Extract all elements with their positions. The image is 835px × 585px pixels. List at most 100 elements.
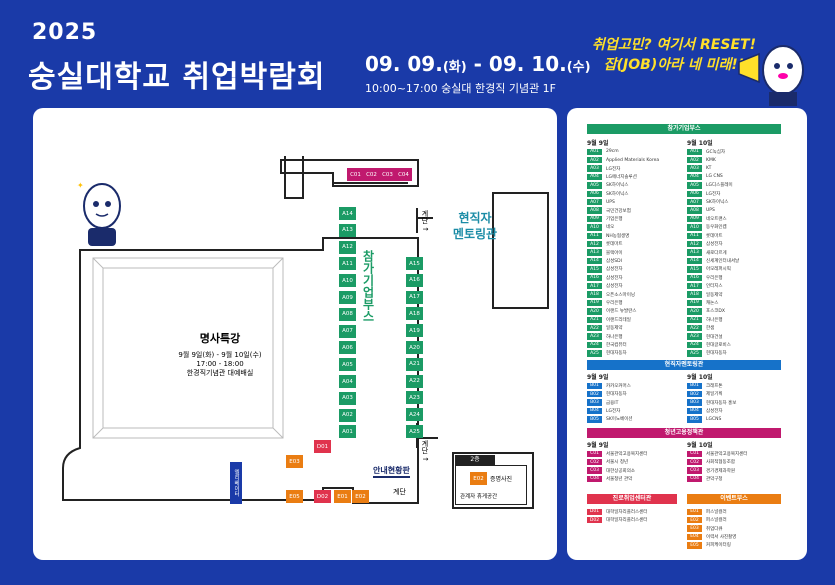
lecture-hall: 명사특강 9월 9일(화) - 9월 10일(수) 17:00 - 18:00 … (178, 332, 262, 377)
booth-e01: E01 (334, 490, 351, 503)
company-name: 카카오커머스 (606, 383, 631, 389)
company-name: 일동제약 (606, 326, 623, 332)
booth-code: C01 (687, 450, 702, 457)
list-item: A23 현대건설 (687, 333, 723, 341)
booth-code: A10 (587, 224, 602, 231)
booth-code: A02 (587, 156, 602, 164)
booth-code: B04 (687, 407, 702, 415)
list-item: B04 LG전자 (587, 407, 620, 415)
booth-code: A19 (587, 299, 602, 307)
booth-code: A05 (587, 182, 602, 189)
list-item: A02 Applied Materials Korea (587, 156, 659, 164)
svg-text:✦: ✦ (77, 181, 84, 190)
booth-a02: A02 (339, 408, 356, 422)
booth-a05: A05 (339, 358, 356, 372)
company-name: 크래프톤 (706, 383, 723, 389)
company-name: NH농협생명 (606, 233, 630, 239)
booth-a19: A19 (406, 324, 423, 338)
booth-e02-photo: E02 (470, 472, 487, 485)
booth-a11: A11 (339, 257, 356, 271)
booth-code: D01 (587, 508, 602, 515)
company-name: 아모레퍼시픽 (706, 267, 731, 273)
booth-code: A13 (587, 249, 602, 256)
booth-c01: C01 (347, 168, 364, 181)
booth-code: A06 (687, 190, 702, 197)
booth-a10: A10 (339, 274, 356, 288)
company-name: LG전자 (606, 408, 621, 414)
company-name: LG전자 (606, 166, 621, 172)
mascot-megaphone-icon (738, 45, 804, 106)
booth-code: A03 (587, 165, 602, 172)
booth-code: A11 (587, 232, 602, 239)
company-name: SK이노베이션 (606, 417, 633, 423)
day2-label-c: 9월 10일 (687, 442, 713, 449)
booth-code: A13 (687, 249, 702, 256)
booth-code: A23 (687, 333, 702, 340)
booth-e02: E02 (352, 490, 369, 503)
booth-d02: D02 (314, 490, 331, 503)
floor2-box (455, 465, 527, 505)
company-name: 한샘 (706, 326, 715, 332)
booth-a20: A20 (406, 341, 423, 354)
company-name: 제일기획 (706, 392, 723, 398)
booth-a15: A15 (406, 257, 423, 270)
booth-d01: D01 (314, 440, 331, 453)
company-name: 현대건설 (706, 334, 723, 340)
list-item: A13 블랙아이 (587, 249, 623, 257)
company-name: 삼성전자 (606, 284, 623, 290)
company-name: 퍼스널컬러 (706, 518, 727, 524)
booth-code: A15 (687, 266, 702, 273)
company-name: 블랙아이 (606, 250, 623, 256)
company-name: 인터지스 (706, 284, 723, 290)
company-name: Applied Materials Korea (606, 157, 660, 163)
day2-label: 9월 10일 (687, 140, 713, 147)
consult-label: 관계자 휴게공간 (460, 494, 498, 500)
booth-code: B02 (587, 390, 602, 398)
booth-code: A08 (587, 207, 602, 214)
booth-code: B04 (587, 407, 602, 415)
booth-a04: A04 (339, 375, 356, 388)
booth-a01: A01 (339, 425, 356, 439)
company-name: UPS (706, 208, 715, 214)
company-name: 대학일자리플러스센터 (606, 518, 648, 524)
event-time-place: 10:00~17:00 숭실대 한경직 기념관 1F (365, 82, 557, 95)
booth-c03: C03 (379, 168, 396, 181)
booth-a14: A14 (339, 207, 356, 220)
company-name: 동우화인켐 (706, 225, 727, 231)
company-name: 이력서 사진촬영 (706, 534, 737, 540)
booth-code: B05 (687, 416, 702, 423)
company-name: 경기경제과학원 (706, 468, 735, 474)
booth-a07: A07 (339, 324, 356, 338)
company-name: 대한상공회의소 (606, 468, 635, 474)
booth-code: A14 (587, 257, 602, 265)
company-name: 국민건강보험 (606, 208, 631, 214)
booth-a16: A16 (406, 273, 423, 287)
booth-code: C01 (587, 450, 602, 457)
booth-code: A23 (587, 333, 602, 340)
company-name: 삼성전자 (706, 408, 723, 414)
booth-code: D02 (587, 516, 602, 524)
day1-label: 9월 9일 (587, 140, 609, 147)
